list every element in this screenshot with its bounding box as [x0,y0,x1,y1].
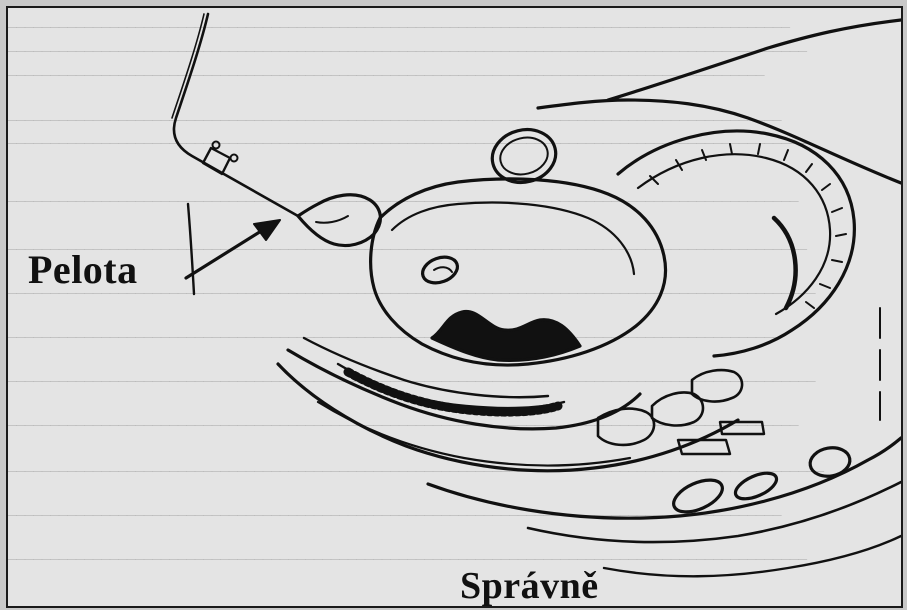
pelota-label: Pelota [28,246,138,293]
spravne-caption: Správně [460,564,599,608]
figure-frame: ________________________________________… [6,6,903,608]
catheter-tube [174,14,298,216]
anatomical-illustration [8,8,901,606]
arrow-icon [186,220,280,278]
